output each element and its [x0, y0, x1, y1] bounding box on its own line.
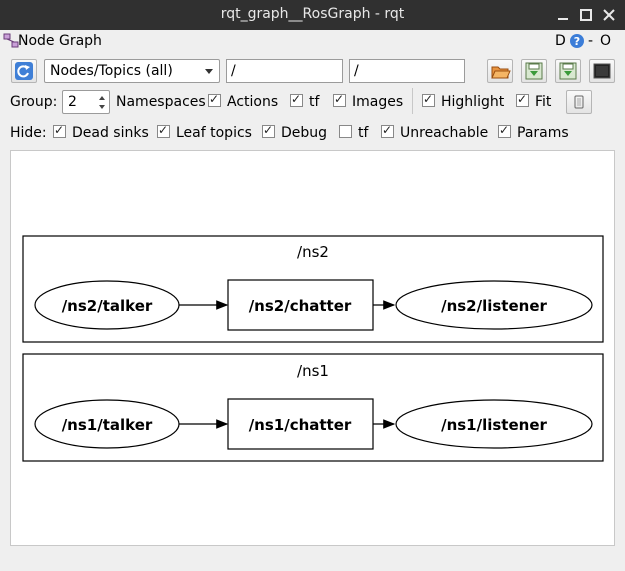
ns2-talker-node[interactable]: /ns2/talker	[34, 280, 180, 330]
debug-label: Debug	[281, 125, 328, 141]
ns2-listener-node[interactable]: /ns2/listener	[395, 280, 593, 330]
save-dot-icon	[525, 62, 543, 80]
hide-tf-label: tf	[358, 125, 369, 141]
hide-tf-checkbox[interactable]	[339, 125, 352, 138]
ns2-cluster: /ns2 /ns2/talker /ns2/chatter /ns2/liste…	[22, 235, 604, 343]
params-checkbox[interactable]	[498, 123, 511, 138]
debug-checkbox[interactable]	[262, 123, 275, 138]
window-titlebar: rqt_graph__RosGraph - rqt	[0, 0, 625, 30]
leaf-topics-checkbox[interactable]	[157, 123, 170, 138]
maximize-icon[interactable]	[576, 5, 596, 25]
ns1-talker-label: /ns1/talker	[62, 416, 153, 434]
ns2-listener-label: /ns2/listener	[441, 297, 547, 315]
load-dot-button[interactable]	[487, 59, 513, 83]
ns1-cluster-label: /ns1	[297, 362, 329, 380]
screenshot-button[interactable]	[589, 59, 615, 83]
ns1-chatter-label: /ns1/chatter	[249, 416, 352, 434]
ns2-cluster-label: /ns2	[297, 243, 329, 261]
ns1-chatter-topic[interactable]: /ns1/chatter	[227, 398, 374, 450]
node-filter-input[interactable]: /	[226, 59, 343, 83]
tf-label: tf	[309, 94, 320, 110]
group-spinbox[interactable]: 2	[62, 90, 110, 114]
ns1-cluster: /ns1 /ns1/talker /ns1/chatter /ns1/liste…	[22, 353, 604, 462]
close-plugin-button[interactable]: -	[588, 33, 594, 49]
unreachable-label: Unreachable	[400, 125, 489, 141]
close-plugin-glyph[interactable]: O	[600, 33, 612, 49]
unreachable-checkbox[interactable]	[381, 123, 394, 138]
help-icon[interactable]: ?	[569, 33, 585, 53]
save-image-icon	[559, 62, 577, 80]
params-label: Params	[517, 125, 569, 141]
namespaces-checkbox[interactable]	[208, 92, 221, 107]
fit-to-view-icon	[574, 95, 584, 109]
images-label: Images	[352, 94, 404, 110]
topic-filter-input[interactable]: /	[349, 59, 465, 83]
tf-checkbox[interactable]	[333, 92, 346, 107]
fit-in-view-button[interactable]	[566, 90, 592, 114]
highlight-label: Highlight	[441, 94, 505, 110]
close-icon[interactable]	[599, 5, 619, 25]
highlight-checkbox[interactable]	[422, 92, 435, 107]
graph-svg: /ns2 /ns2/talker /ns2/chatter /ns2/liste…	[22, 235, 604, 462]
svg-text:?: ?	[574, 35, 580, 48]
ns2-chatter-topic[interactable]: /ns2/chatter	[227, 279, 374, 331]
fit-checkbox[interactable]	[516, 92, 529, 107]
graph-type-value: Nodes/Topics (all)	[50, 63, 173, 79]
screenshot-icon	[593, 63, 611, 79]
leaf-topics-label: Leaf topics	[176, 125, 252, 141]
save-image-button[interactable]	[555, 59, 581, 83]
graph-icon	[3, 33, 19, 53]
dock-label[interactable]: D	[555, 33, 566, 49]
graph-canvas[interactable]: /ns2 /ns2/talker /ns2/chatter /ns2/liste…	[10, 150, 615, 546]
ns2-chatter-label: /ns2/chatter	[249, 297, 352, 315]
status-strip	[0, 552, 625, 571]
hide-label: Hide:	[10, 125, 47, 141]
group-value: 2	[68, 94, 77, 110]
actions-checkbox[interactable]	[290, 92, 303, 107]
spin-up-icon[interactable]	[99, 96, 105, 100]
plugin-title: Node Graph	[18, 33, 102, 49]
ns1-listener-node[interactable]: /ns1/listener	[395, 399, 593, 449]
spin-down-icon[interactable]	[99, 105, 105, 109]
minimize-icon[interactable]	[553, 5, 573, 25]
graph-type-combo[interactable]: Nodes/Topics (all)	[44, 59, 220, 83]
folder-open-icon	[491, 66, 511, 79]
refresh-button[interactable]	[11, 59, 37, 83]
chevron-down-icon	[205, 69, 213, 74]
group-label: Group:	[10, 94, 58, 110]
ns2-talker-label: /ns2/talker	[62, 297, 153, 315]
ns1-talker-node[interactable]: /ns1/talker	[34, 399, 180, 449]
actions-label: Actions	[227, 94, 279, 110]
refresh-icon	[15, 62, 33, 80]
dead-sinks-checkbox[interactable]	[53, 123, 66, 138]
save-dot-button[interactable]	[521, 59, 547, 83]
namespaces-label: Namespaces	[116, 94, 206, 110]
dead-sinks-label: Dead sinks	[72, 125, 149, 141]
options-divider	[412, 88, 413, 114]
window-title: rqt_graph__RosGraph - rqt	[220, 6, 405, 22]
ns1-listener-label: /ns1/listener	[441, 416, 547, 434]
fit-label: Fit	[535, 94, 552, 110]
